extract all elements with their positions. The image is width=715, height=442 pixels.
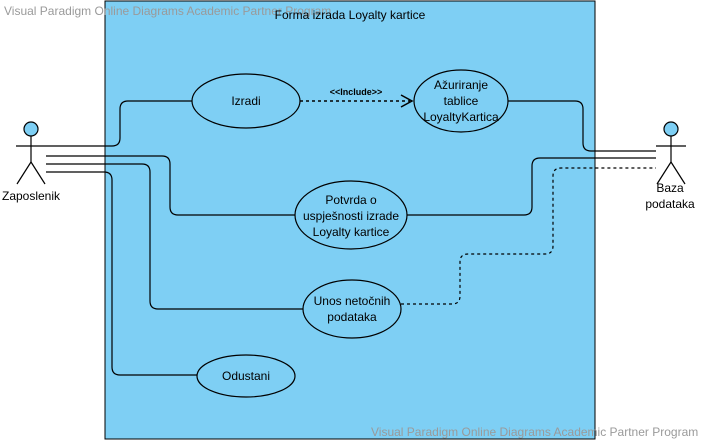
- assoc-zaposlenik-odustani: [46, 171, 197, 376]
- actor-baza-label: Baza podataka: [645, 181, 695, 211]
- usecase-izradi-label: Izradi: [231, 94, 261, 108]
- usecase-unos-label: Unos netočnih podataka: [313, 294, 391, 324]
- usecase-potvrda-label: Potvrda o uspješnosti izrade Loyalty kar…: [302, 193, 400, 239]
- actor-baza-icon: [656, 121, 686, 185]
- usecase-unos: [302, 279, 402, 339]
- system-title: Forma izrada Loyalty kartice: [274, 8, 426, 22]
- usecase-azuriranje-label: Ažuriranje tablice LoyaltyKartica: [423, 78, 499, 124]
- watermark-bottom: Visual Paradigm Online Diagrams Academic…: [371, 425, 699, 439]
- usecase-odustani: [196, 354, 296, 398]
- actor-zaposlenik-label: Zaposlenik: [1, 189, 61, 203]
- assoc-zaposlenik-potvrda: [46, 155, 295, 216]
- usecase-izradi: [191, 73, 301, 129]
- watermark-top: Visual Paradigm Online Diagrams Academic…: [4, 4, 332, 18]
- assoc-potvrda-baza: [407, 157, 656, 216]
- include-label: <<Include>>: [329, 87, 383, 97]
- usecase-potvrda: [294, 180, 408, 250]
- actor-zaposlenik-icon: [16, 121, 46, 185]
- assoc-zaposlenik-izradi: [46, 100, 192, 147]
- include-arrowhead: [400, 94, 414, 108]
- usecase-odustani-label: Odustani: [221, 369, 271, 383]
- assoc-zaposlenik-unos: [46, 163, 303, 310]
- assoc-azuriranje-baza: [508, 100, 656, 152]
- usecase-azuriranje: [413, 69, 509, 133]
